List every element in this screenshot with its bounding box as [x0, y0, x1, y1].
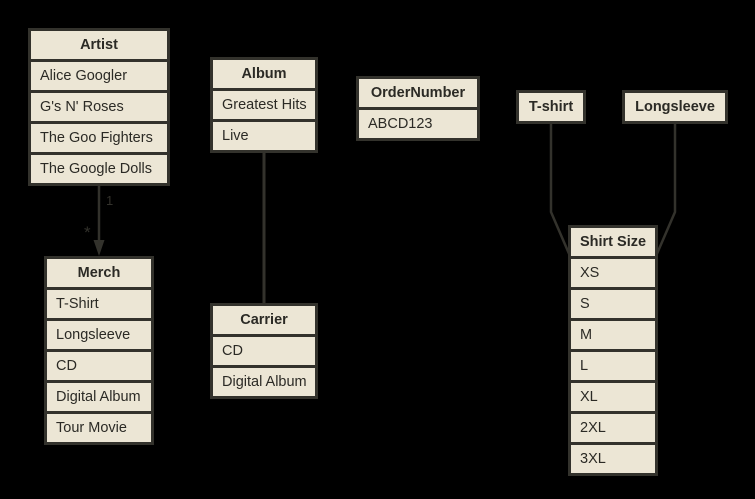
entity-merch-title: Merch [47, 259, 151, 287]
connector-longsleeve-shirtsize [654, 124, 677, 257]
entity-merch-row-4[interactable]: Tour Movie [47, 414, 151, 442]
entity-merch[interactable]: Merch T-Shirt Longsleeve CD Digital Albu… [44, 256, 154, 445]
entity-shirtsize-row-6[interactable]: 3XL [571, 445, 655, 473]
entity-ordernumber[interactable]: OrderNumber ABCD123 [356, 76, 480, 141]
entity-longsleeve-title: Longsleeve [625, 93, 725, 121]
entity-artist-title: Artist [31, 31, 167, 59]
entity-carrier-row-1[interactable]: Digital Album [213, 368, 315, 396]
entity-merch-row-0[interactable]: T-Shirt [47, 290, 151, 318]
entity-artist-row-0[interactable]: Alice Googler [31, 62, 167, 90]
entity-ordernumber-row-0[interactable]: ABCD123 [359, 110, 477, 138]
entity-carrier[interactable]: Carrier CD Digital Album [210, 303, 318, 399]
arrowhead-artist-merch [93, 240, 105, 256]
entity-shirtsize-row-2[interactable]: M [571, 321, 655, 349]
entity-shirtsize-row-4[interactable]: XL [571, 383, 655, 411]
entity-album-title: Album [213, 60, 315, 88]
edge-label-many: * [84, 223, 91, 242]
entity-artist-row-1[interactable]: G's N' Roses [31, 93, 167, 121]
entity-longsleeve[interactable]: Longsleeve [622, 90, 728, 124]
entity-artist-row-2[interactable]: The Goo Fighters [31, 124, 167, 152]
entity-merch-row-2[interactable]: CD [47, 352, 151, 380]
entity-shirtsize-row-1[interactable]: S [571, 290, 655, 318]
entity-album-row-1[interactable]: Live [213, 122, 315, 150]
entity-album[interactable]: Album Greatest Hits Live [210, 57, 318, 153]
entity-merch-row-1[interactable]: Longsleeve [47, 321, 151, 349]
entity-tshirt[interactable]: T-shirt [516, 90, 586, 124]
entity-carrier-row-0[interactable]: CD [213, 337, 315, 365]
entity-shirtsize-title: Shirt Size [571, 228, 655, 256]
entity-shirtsize-row-5[interactable]: 2XL [571, 414, 655, 442]
entity-artist-row-3[interactable]: The Google Dolls [31, 155, 167, 183]
entity-merch-row-3[interactable]: Digital Album [47, 383, 151, 411]
entity-shirtsize-row-3[interactable]: L [571, 352, 655, 380]
entity-shirtsize[interactable]: Shirt Size XS S M L XL 2XL 3XL [568, 225, 658, 476]
entity-shirtsize-row-0[interactable]: XS [571, 259, 655, 287]
entity-album-row-0[interactable]: Greatest Hits [213, 91, 315, 119]
edge-label-one: 1 [106, 193, 114, 208]
entity-ordernumber-title: OrderNumber [359, 79, 477, 107]
entity-artist[interactable]: Artist Alice Googler G's N' Roses The Go… [28, 28, 170, 186]
entity-tshirt-title: T-shirt [519, 93, 583, 121]
entity-carrier-title: Carrier [213, 306, 315, 334]
